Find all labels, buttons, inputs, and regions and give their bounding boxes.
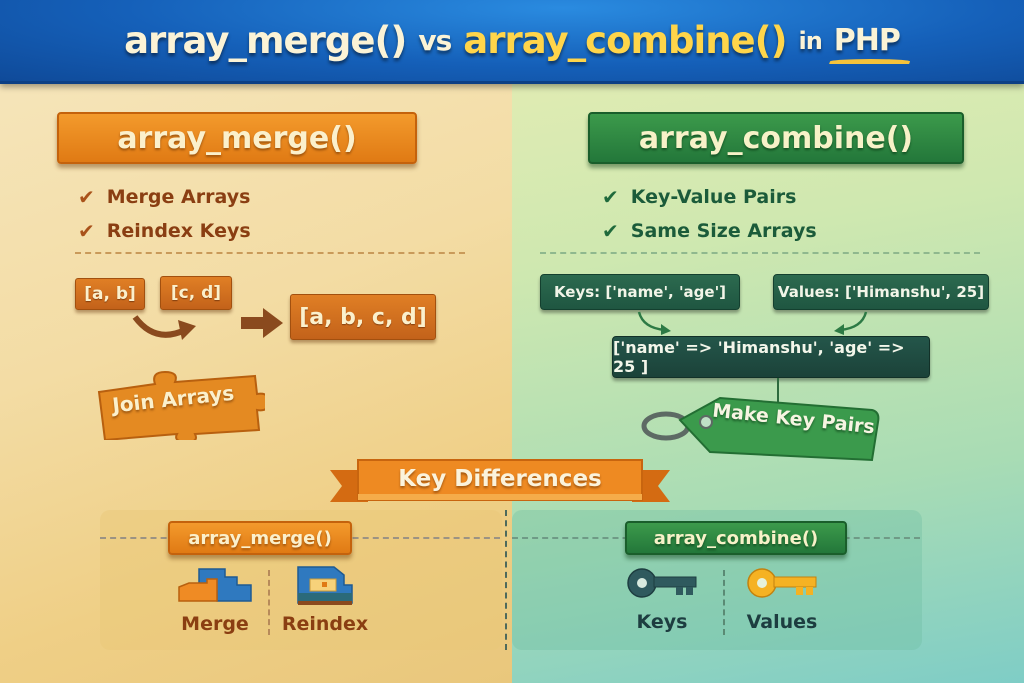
kd-combine-item: Values [742, 565, 822, 633]
title-vs: vs [418, 24, 452, 57]
kd-combine-item: Keys [622, 565, 702, 633]
gold-key-icon [747, 568, 817, 598]
curved-arrow-icon [132, 315, 196, 340]
checkmark-icon: ✔ [78, 219, 95, 243]
combine-result-array: ['name' => 'Himanshu', 'age' => 25 ] [612, 336, 930, 378]
title-in: in [798, 26, 822, 55]
puzzle-blocks-icon [178, 568, 252, 602]
curved-arrow-icon [637, 311, 671, 335]
combine-keys-array: Keys: ['name', 'age'] [540, 274, 740, 310]
item-divider [268, 570, 270, 635]
combine-feature: ✔ Same Size Arrays [602, 219, 817, 243]
kd-combine-heading: array_combine() [625, 521, 847, 555]
right-arrow-icon [241, 308, 283, 338]
divider [540, 252, 980, 254]
checkmark-icon: ✔ [602, 185, 619, 209]
merge-feature: ✔ Merge Arrays [78, 185, 251, 209]
title-banner: array_merge() vs array_combine() in PHP [0, 0, 1024, 84]
key-tag-icon [641, 396, 880, 462]
combine-values-array: Values: ['Himanshu', 25] [773, 274, 989, 310]
title-merge: array_merge() [124, 19, 407, 62]
kd-merge-item: Merge [175, 565, 255, 635]
merge-heading: array_merge() [57, 112, 417, 164]
merge-result-array: [a, b, c, d] [290, 294, 436, 340]
key-differences-ribbon [330, 459, 670, 502]
combine-feature-list: ✔ Key-Value Pairs ✔ Same Size Arrays [602, 180, 817, 248]
combine-heading: array_combine() [588, 112, 964, 164]
kd-merge-heading: array_merge() [168, 521, 352, 555]
curved-arrow-icon [834, 311, 868, 335]
center-divider [505, 510, 507, 650]
title-php: PHP [833, 23, 901, 58]
merge-input-array-2: [c, d] [160, 276, 232, 310]
merge-feature: ✔ Reindex Keys [78, 219, 251, 243]
kd-merge-item: Reindex [282, 565, 368, 635]
divider [75, 252, 465, 254]
folder-reindex-icon [297, 566, 353, 605]
tag-string [777, 378, 779, 402]
title-combine: array_combine() [463, 19, 787, 62]
merge-input-array-1: [a, b] [75, 278, 145, 310]
dark-key-icon [627, 568, 697, 598]
checkmark-icon: ✔ [602, 219, 619, 243]
checkmark-icon: ✔ [78, 185, 95, 209]
merge-feature-list: ✔ Merge Arrays ✔ Reindex Keys [78, 180, 251, 248]
combine-feature: ✔ Key-Value Pairs [602, 185, 797, 209]
item-divider [723, 570, 725, 635]
key-differences-title: Key Differences [398, 466, 602, 492]
puzzle-piece-icon [97, 370, 265, 440]
